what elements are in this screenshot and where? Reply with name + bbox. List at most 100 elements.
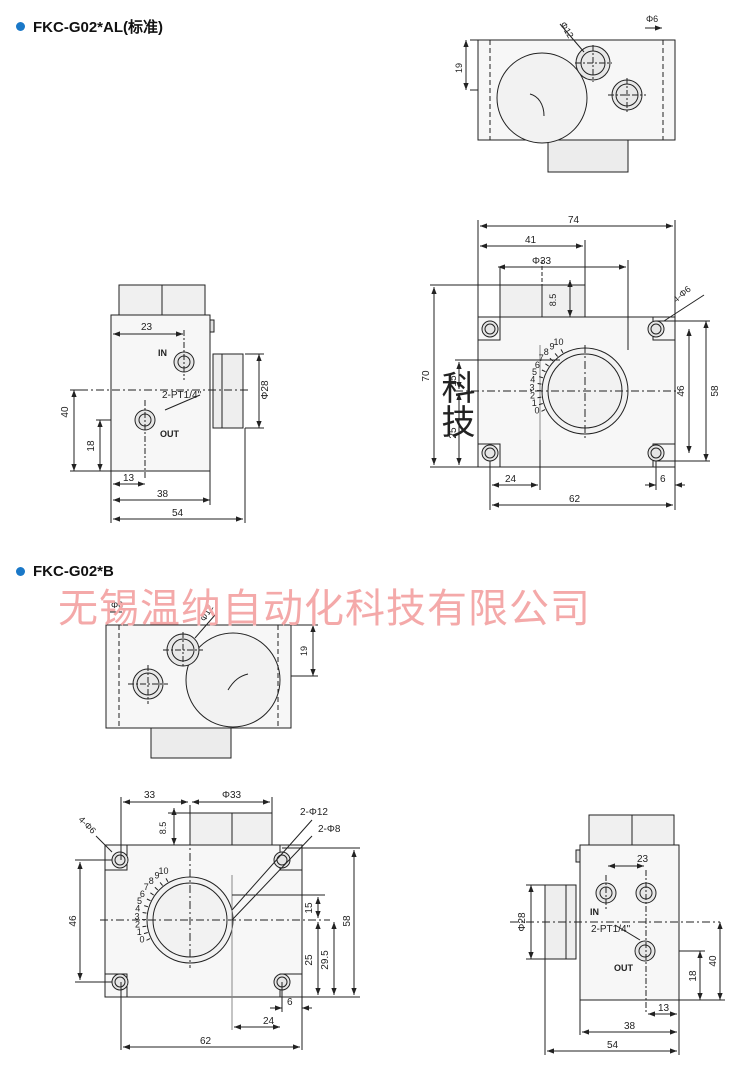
bottom-front-view (75, 797, 360, 1050)
dial-number: 6 (140, 889, 145, 899)
dial-tick (154, 886, 159, 891)
section-title-b-text: FKC-G02*B (33, 563, 114, 580)
top-side-w13: 13 (123, 473, 135, 484)
dial-tick (142, 912, 147, 914)
bottom-side-w38: 38 (624, 1021, 636, 1032)
bottom-front-h46: 46 (68, 915, 79, 927)
dial-number: 9 (549, 342, 554, 352)
dial-number: 4 (135, 904, 140, 914)
dial-tick (144, 905, 149, 908)
dial-number: 7 (144, 882, 149, 892)
dial-tick (159, 882, 163, 886)
top-front-h46: 46 (676, 385, 687, 397)
bottom-side-labels: 23 IN OUT 2-PT1/4" Φ28 40 18 13 38 54 (517, 854, 719, 1051)
dial-number: 1 (137, 927, 142, 937)
dial-tick (142, 925, 147, 928)
top-side-w38: 38 (157, 489, 169, 500)
bottom-front-h295: 29.5 (320, 950, 331, 970)
dial-number: 6 (535, 360, 540, 370)
bottom-side-pt: 2-PT1/4" (591, 924, 631, 935)
section-title-b: FKC-G02*B (16, 563, 114, 580)
top-side-w54: 54 (172, 508, 184, 519)
dial-number: 3 (529, 383, 534, 393)
dial-tick (538, 403, 543, 406)
top-front-w6: 6 (660, 474, 666, 485)
section-title-al: FKC-G02*AL(标准) (16, 16, 163, 37)
top-side-pt: 2-PT1/4" (162, 390, 202, 401)
dial-tick (541, 409, 546, 412)
bottom-front-h85: 8.5 (158, 822, 168, 835)
dial-tick (146, 898, 151, 902)
dial-tick (537, 383, 542, 385)
dial-number: 8 (149, 876, 154, 886)
company-watermark: 无锡温纳自动化科技有限公司 (58, 586, 591, 632)
top-front-h70: 70 (421, 370, 432, 382)
bottom-side-view (510, 814, 725, 1055)
top-front-h25: 25 (448, 427, 459, 439)
bottom-side-w13: 13 (658, 1003, 670, 1014)
top-plan-view (463, 23, 676, 173)
top-side-view (70, 284, 264, 523)
bottom-plan-view (105, 611, 318, 759)
dial-tick (541, 369, 546, 373)
bottom-front-w62: 62 (200, 1036, 212, 1047)
bottom-side-in: IN (590, 907, 599, 917)
top-front-h15: 15 (448, 375, 459, 387)
bottom-side-h18: 18 (688, 970, 699, 982)
dial-number: 10 (553, 337, 563, 347)
top-side-w23: 23 (141, 322, 153, 333)
top-front-h85: 8.5 (548, 294, 558, 307)
dial-number: 7 (539, 353, 544, 363)
top-front-h58: 58 (710, 385, 721, 397)
dial-tick (549, 357, 554, 362)
dial-tick (165, 878, 169, 883)
dial-number: 5 (137, 896, 142, 906)
bottom-front-w24: 24 (263, 1016, 275, 1027)
bottom-front-h15: 15 (304, 902, 315, 914)
top-front-w24: 24 (505, 474, 517, 485)
bottom-front-holes: 4-Φ6 (77, 814, 98, 835)
top-front-w41: 41 (525, 235, 537, 246)
dial-number: 10 (158, 866, 168, 876)
bottom-side-phi28: Φ28 (517, 912, 528, 932)
dial-tick (539, 376, 544, 379)
top-side-h40: 40 (60, 406, 71, 418)
dial-tick (143, 932, 148, 935)
bottom-front-h58: 58 (342, 915, 353, 927)
top-side-phi28: Φ28 (260, 380, 271, 400)
bottom-front-p12: 2-Φ12 (300, 807, 328, 818)
top-front-phi33: Φ33 (532, 256, 552, 267)
dial-number: 0 (534, 405, 539, 415)
top-plan-phi12: Φ12 (558, 20, 575, 40)
top-plan-h19: 19 (454, 63, 464, 73)
top-front-holes: 4-Φ6 (671, 284, 693, 305)
bottom-side-w23: 23 (637, 854, 649, 865)
bullet-dot (16, 22, 25, 31)
top-side-h18: 18 (86, 440, 97, 452)
dial-number: 3 (134, 912, 139, 922)
bullet-dot (16, 567, 25, 576)
bottom-front-p8: 2-Φ8 (318, 824, 341, 835)
dial-tick (150, 892, 154, 896)
dial-number: 9 (154, 871, 159, 881)
bottom-front-phi33: Φ33 (222, 790, 242, 801)
top-side-labels: 23 IN OUT 2-PT1/4" Φ28 40 18 13 38 54 (60, 322, 271, 519)
top-front-w62: 62 (569, 494, 581, 505)
dial-number: 1 (532, 398, 537, 408)
bottom-plan-h19: 19 (299, 646, 309, 656)
bottom-side-h40: 40 (708, 955, 719, 967)
top-side-in: IN (158, 348, 167, 358)
dial-tick (537, 396, 542, 399)
bottom-front-h25: 25 (304, 954, 315, 966)
watermark-vertical: 科技 (436, 370, 475, 438)
top-side-out: OUT (160, 429, 180, 439)
dial-number: 5 (532, 367, 537, 377)
dial-number: 8 (544, 347, 549, 357)
bottom-front-w33: 33 (144, 790, 156, 801)
dial-number: 2 (530, 390, 535, 400)
bottom-side-out: OUT (614, 963, 634, 973)
dial-tick (554, 353, 558, 357)
